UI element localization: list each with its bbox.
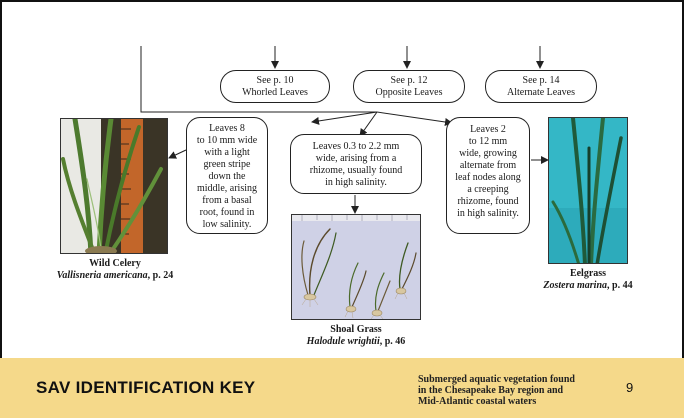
branch-to-narrow xyxy=(359,111,378,137)
wild-celery-caption: Wild Celery Vallisneria americana, p. 24 xyxy=(40,258,190,282)
desc-line: a creeping xyxy=(467,184,509,195)
wild-celery-scientific-name: Vallisneria americana xyxy=(56,270,148,281)
description-narrow-leaves: Leaves 0.3 to 2.2 mm wide, arising from … xyxy=(290,134,422,194)
shoal-grass-photo xyxy=(291,214,421,320)
shoal-grass-caption: Shoal Grass Halodule wrightii, p. 46 xyxy=(280,324,432,348)
eelgrass-illustration xyxy=(549,118,627,263)
eelgrass-caption: Eelgrass Zostera marina, p. 44 xyxy=(520,268,656,292)
nav-whorled-label: Whorled Leaves xyxy=(242,87,308,98)
eelgrass-common-name: Eelgrass xyxy=(569,268,607,279)
description-wide-leaves: Leaves 8 to 10 mm wide with a light gree… xyxy=(186,117,268,234)
nav-alternate-label: Alternate Leaves xyxy=(506,87,576,98)
description-alternate-leaves: Leaves 2 to 12 mm wide, growing alternat… xyxy=(446,117,530,234)
footer-description-line: Mid-Atlantic coastal waters xyxy=(418,396,537,407)
wild-celery-illustration xyxy=(61,119,167,253)
nav-alternate-page: See p. 14 xyxy=(522,75,560,86)
nav-whorled-page: See p. 10 xyxy=(256,75,294,86)
wild-celery-photo xyxy=(60,118,168,254)
desc-line: Leaves 0.3 to 2.2 mm xyxy=(312,141,400,152)
key-branch-line xyxy=(140,46,377,113)
desc-line: to 12 mm xyxy=(468,136,508,147)
desc-line: in high salinity. xyxy=(325,177,387,188)
desc-line: rhizome, found xyxy=(457,196,519,207)
desc-line: rhizome, usually found xyxy=(309,165,403,176)
footer-band: SAV IDENTIFICATION KEY Submerged aquatic… xyxy=(0,358,684,418)
shoal-grass-illustration xyxy=(292,215,420,319)
nav-opposite-label: Opposite Leaves xyxy=(375,87,443,98)
nav-whorled-leaves[interactable]: See p. 10 Whorled Leaves xyxy=(220,70,330,103)
wild-celery-page-ref: , p. 24 xyxy=(147,270,174,281)
nav-opposite-page: See p. 12 xyxy=(390,75,428,86)
nav-alternate-leaves[interactable]: See p. 14 Alternate Leaves xyxy=(485,70,597,103)
desc-line: Leaves 8 xyxy=(209,123,245,134)
desc-line: to 10 mm wide xyxy=(196,135,258,146)
branch-to-wide xyxy=(311,111,378,125)
shoal-grass-common-name: Shoal Grass xyxy=(330,324,382,335)
arrow-to-wild-celery xyxy=(168,149,187,159)
desc-line: root, found in xyxy=(199,207,255,218)
footer-description: Submerged aquatic vegetation found in th… xyxy=(418,374,575,407)
eelgrass-scientific-name: Zostera marina xyxy=(543,280,608,291)
footer-description-line: Submerged aquatic vegetation found xyxy=(418,374,575,385)
desc-line: middle, arising xyxy=(197,183,257,194)
desc-line: Leaves 2 xyxy=(470,124,506,135)
desc-line: in high salinity. xyxy=(457,208,519,219)
eelgrass-photo xyxy=(548,117,628,264)
page-number: 9 xyxy=(626,380,634,395)
footer-description-line: in the Chesapeake Bay region and xyxy=(418,385,564,396)
desc-line: down the xyxy=(208,171,246,182)
branch-to-alternate xyxy=(376,111,453,126)
desc-line: leaf nodes along xyxy=(455,172,521,183)
desc-line: wide, arising from a xyxy=(315,153,397,164)
desc-line: low salinity. xyxy=(202,219,252,230)
wild-celery-common-name: Wild Celery xyxy=(89,258,141,269)
desc-line: with a light xyxy=(204,147,250,158)
shoal-grass-page-ref: , p. 46 xyxy=(379,336,406,347)
eelgrass-page-ref: , p. 44 xyxy=(607,280,633,291)
desc-line: wide, growing xyxy=(459,148,517,159)
nav-opposite-leaves[interactable]: See p. 12 Opposite Leaves xyxy=(353,70,465,103)
shoal-grass-scientific-name: Halodule wrightii xyxy=(306,336,380,347)
desc-line: alternate from xyxy=(459,160,517,171)
desc-line: green stripe xyxy=(203,159,251,170)
desc-line: from a basal xyxy=(202,195,252,206)
footer-title: SAV IDENTIFICATION KEY xyxy=(36,378,256,397)
